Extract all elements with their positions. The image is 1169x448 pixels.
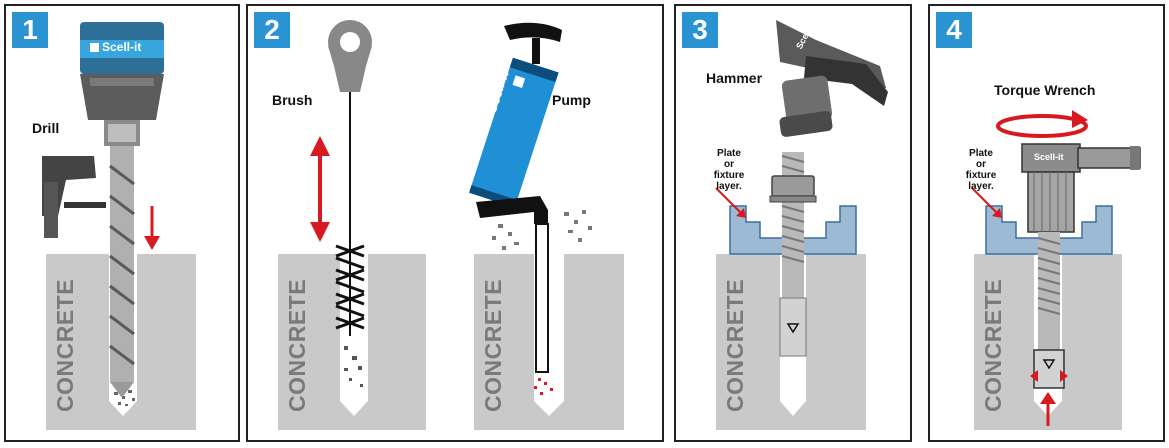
plate-label: Plate or fixture layer. bbox=[965, 148, 997, 192]
anchor-bolt bbox=[1038, 232, 1060, 360]
concrete-label: CONCRETE bbox=[980, 278, 1006, 412]
concrete-label: CONCRETE bbox=[52, 278, 78, 412]
air-spray bbox=[534, 378, 553, 395]
step-number-badge: 4 bbox=[936, 12, 972, 48]
brand-text: Scell-it bbox=[1034, 152, 1064, 162]
brush-and-pump-illustration bbox=[278, 20, 624, 430]
debris bbox=[114, 390, 135, 406]
concrete-label: CONCRETE bbox=[284, 278, 310, 412]
pump-cylinder bbox=[469, 57, 559, 208]
pump-handle bbox=[504, 22, 562, 42]
brush-label: Brush bbox=[272, 92, 313, 108]
expansion-clip bbox=[779, 297, 807, 357]
step-number-badge: 1 bbox=[12, 12, 48, 48]
socket bbox=[1027, 171, 1075, 233]
plate-arrow bbox=[715, 187, 741, 213]
expansion-arrows bbox=[1030, 370, 1068, 382]
rotation-arrow bbox=[996, 114, 1088, 138]
step-2-panel: 2 Brush Pump bbox=[246, 4, 664, 442]
pump-tube bbox=[535, 223, 549, 373]
nut bbox=[771, 175, 815, 197]
plate-label: Plate or fixture layer. bbox=[713, 148, 745, 192]
drill-illustration bbox=[42, 22, 196, 430]
concrete-label: CONCRETE bbox=[480, 278, 506, 412]
hammer-label: Hammer bbox=[706, 70, 763, 86]
hammer bbox=[776, 20, 888, 137]
torque-wrench-label: Torque Wrench bbox=[994, 82, 1096, 98]
dust-cloud bbox=[492, 210, 592, 250]
fixture-plate bbox=[985, 205, 1113, 255]
step-number-badge: 2 bbox=[254, 12, 290, 48]
brush-bristles bbox=[335, 244, 365, 330]
pump-label: Pump bbox=[552, 92, 591, 108]
fixture-plate bbox=[729, 205, 857, 255]
hammer-illustration bbox=[715, 20, 888, 430]
step-3-panel: 3 Hammer Plate or fixture layer. Scell-i… bbox=[674, 4, 912, 442]
pump-nozzle bbox=[476, 196, 548, 224]
step-1-panel: 1 Drill Scell-it CONCRETE bbox=[4, 4, 240, 442]
plate-arrow bbox=[971, 187, 997, 213]
concrete-label: CONCRETE bbox=[722, 278, 748, 412]
torque-wrench-illustration bbox=[971, 110, 1141, 430]
brand-text: Scell-it bbox=[102, 40, 142, 54]
step-4-panel: 4 Torque Wrench Plate or fixture layer. … bbox=[928, 4, 1165, 442]
drill-label: Drill bbox=[32, 120, 60, 136]
step-number-badge: 3 bbox=[682, 12, 718, 48]
